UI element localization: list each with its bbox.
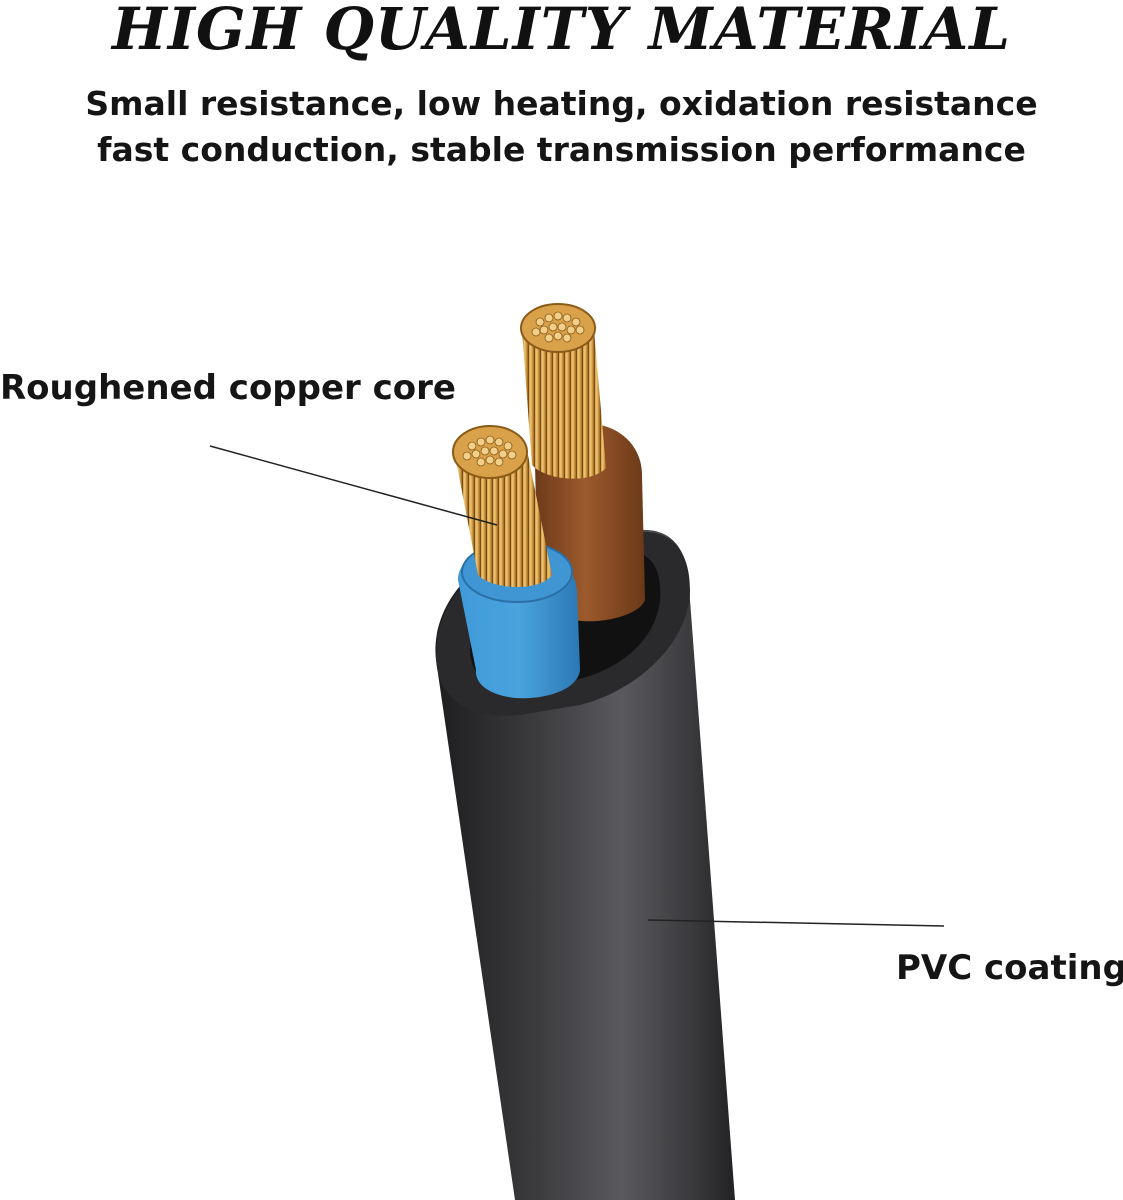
subtitle-line-1: Small resistance, low heating, oxidation… bbox=[85, 84, 1038, 123]
brown-copper-core bbox=[522, 330, 606, 479]
core-leader-line bbox=[209, 445, 498, 526]
blue-copper-core bbox=[455, 455, 552, 588]
page-title: HIGH QUALITY MATERIAL bbox=[112, 0, 1011, 63]
copper-core-label: Roughened copper core bbox=[0, 368, 456, 408]
coating-leader-line bbox=[647, 919, 945, 927]
pvc-coating-label: PVC coating bbox=[896, 948, 1123, 988]
subtitle-line-2: fast conduction, stable transmission per… bbox=[97, 130, 1026, 169]
